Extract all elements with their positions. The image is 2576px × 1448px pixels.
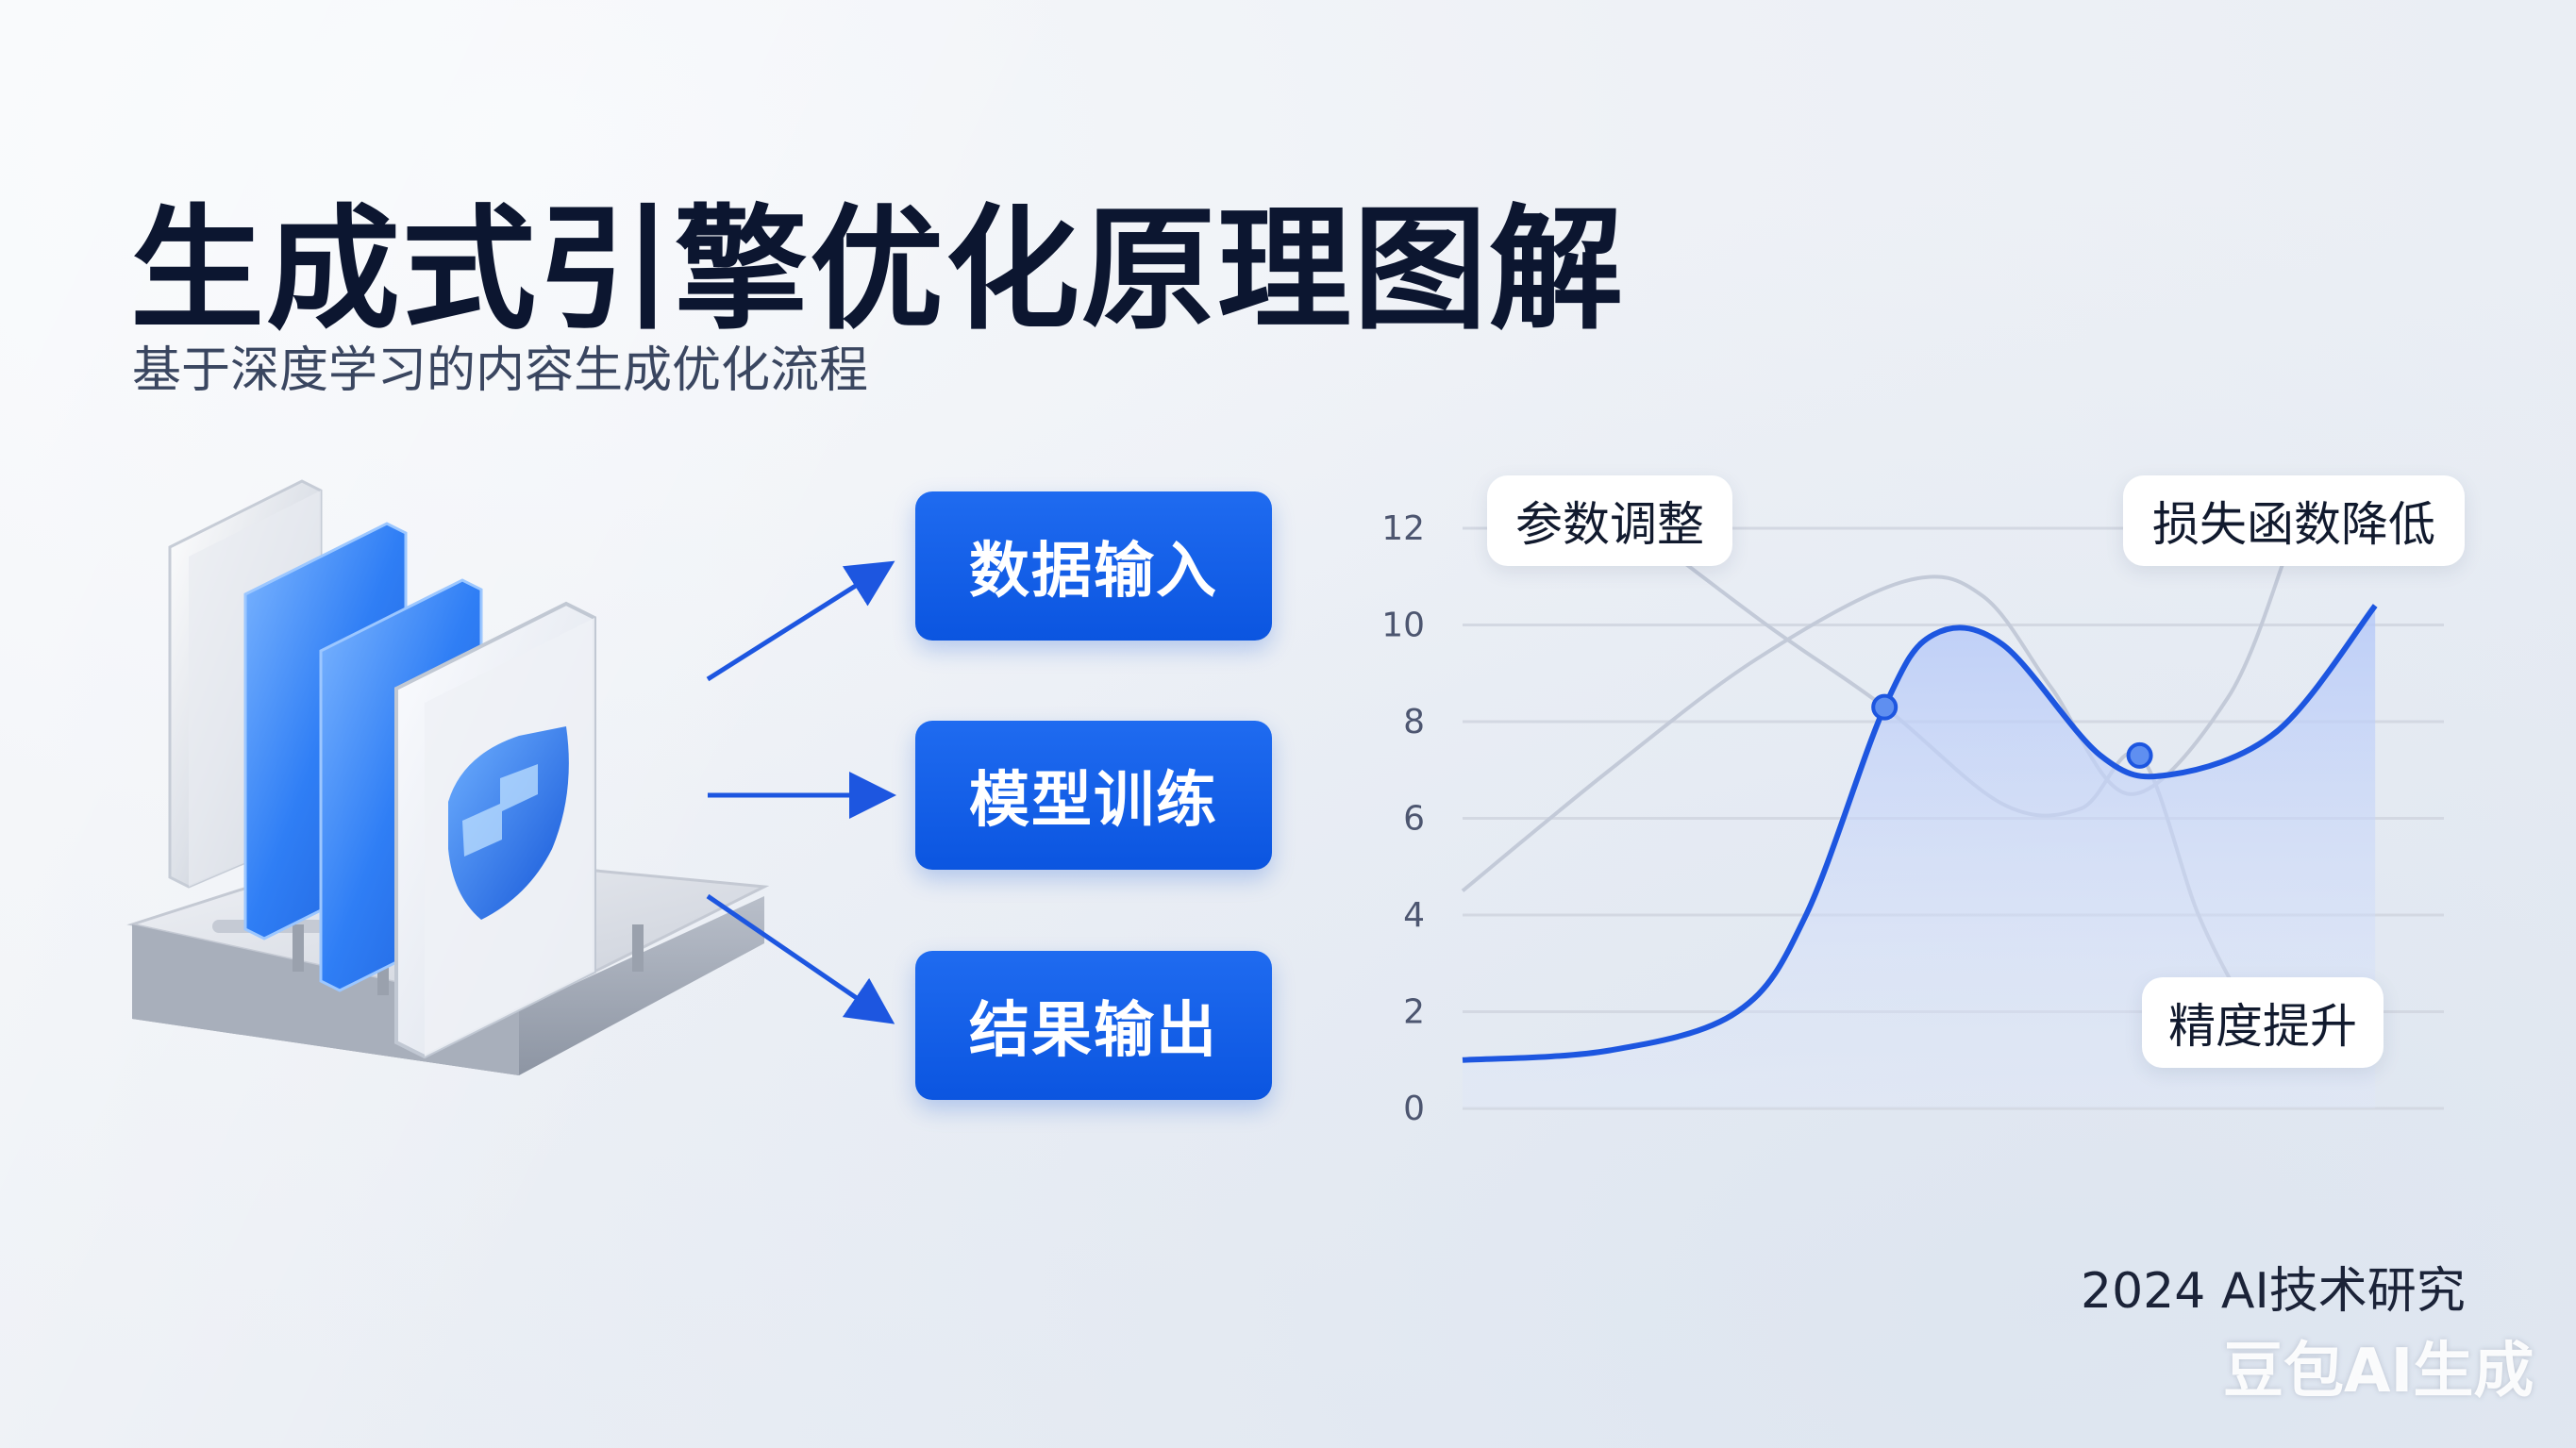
y-tick-label: 0 bbox=[1403, 1090, 1425, 1128]
y-axis-ticks: 0 2 4 6 8 10 12 bbox=[1381, 509, 1425, 1128]
step-data-input: 数据输入 bbox=[915, 491, 1272, 641]
annotation-param-adjust: 参数调整 bbox=[1487, 475, 1732, 566]
server-panels-illustration bbox=[126, 479, 770, 1075]
footer-caption: 2024 AI技术研究 bbox=[2081, 1263, 2466, 1320]
main-curve bbox=[1462, 604, 2378, 1063]
page-subtitle: 基于深度学习的内容生成优化流程 bbox=[132, 342, 869, 399]
chart-marker-point bbox=[2126, 741, 2153, 769]
y-tick-label: 10 bbox=[1381, 607, 1425, 645]
y-tick-label: 12 bbox=[1381, 509, 1425, 548]
shield-icon bbox=[448, 726, 569, 920]
chart-markers bbox=[1871, 693, 2153, 769]
watermark: 豆包AI生成 bbox=[2223, 1337, 2534, 1406]
step-result-output: 结果输出 bbox=[915, 951, 1272, 1100]
y-tick-label: 6 bbox=[1403, 800, 1425, 839]
page-title: 生成式引擎优化原理图解 bbox=[130, 192, 1625, 348]
annotation-accuracy-up: 精度提升 bbox=[2142, 977, 2384, 1068]
y-tick-label: 4 bbox=[1403, 896, 1425, 935]
annotation-loss-decrease: 损失函数降低 bbox=[2123, 475, 2465, 566]
chart-marker-point bbox=[1871, 693, 1899, 721]
y-tick-label: 8 bbox=[1403, 703, 1425, 741]
step-model-training: 模型训练 bbox=[915, 721, 1272, 870]
y-tick-label: 2 bbox=[1403, 993, 1425, 1032]
ghost-curve-1 bbox=[1461, 551, 2289, 892]
